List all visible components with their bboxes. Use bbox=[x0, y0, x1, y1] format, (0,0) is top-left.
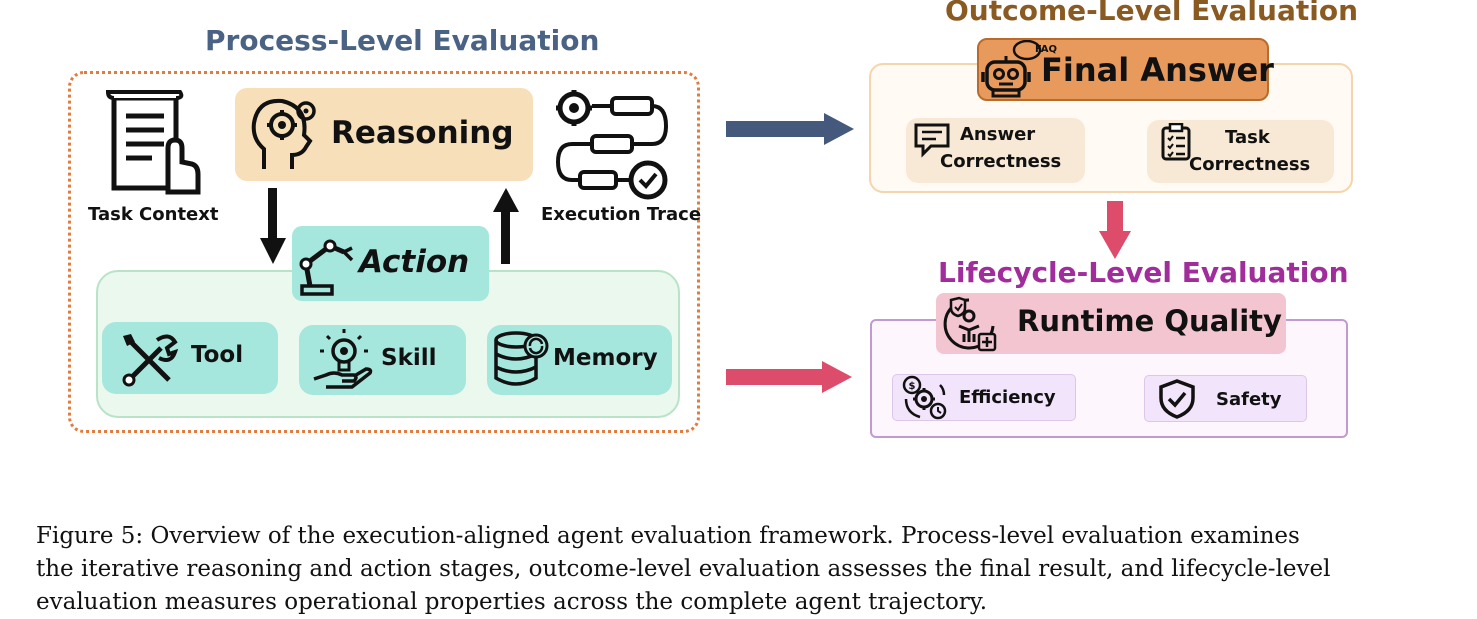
skill-bulb-hand-icon bbox=[313, 329, 373, 389]
caption-line-2: the iterative reasoning and action stage… bbox=[36, 556, 1331, 582]
task-correctness-line1: Task bbox=[1225, 127, 1270, 148]
runtime-quality-label: Runtime Quality bbox=[1017, 304, 1282, 338]
down-arrow bbox=[260, 188, 286, 264]
lifecycle-level-title: Lifecycle-Level Evaluation bbox=[938, 256, 1349, 289]
answer-correctness-line1: Answer bbox=[960, 124, 1036, 145]
action-label: Action bbox=[359, 244, 470, 280]
arrow-outcome-to-lifecycle bbox=[1099, 201, 1131, 259]
tool-label: Tool bbox=[191, 342, 244, 368]
robot-arm-icon bbox=[299, 239, 354, 296]
answer-correctness-box bbox=[906, 118, 1085, 183]
faq-badge: FAQ bbox=[1035, 44, 1057, 55]
svg-text:$: $ bbox=[909, 381, 916, 392]
process-level-frame bbox=[68, 71, 700, 433]
caption-line-3: evaluation measures operational properti… bbox=[36, 589, 988, 615]
execution-trace-label: Execution Trace bbox=[541, 204, 702, 225]
task-context-label: Task Context bbox=[88, 204, 219, 225]
shield-check-icon bbox=[1159, 379, 1195, 419]
safety-label: Safety bbox=[1216, 389, 1282, 410]
final-answer-label: Final Answer bbox=[1041, 51, 1274, 89]
efficiency-label: Efficiency bbox=[959, 387, 1056, 408]
tools-icon bbox=[122, 334, 179, 387]
answer-correctness-line2: Correctness bbox=[940, 151, 1062, 172]
process-level-title: Process-Level Evaluation bbox=[205, 24, 600, 57]
arrow-to-outcome bbox=[726, 113, 854, 145]
up-arrow bbox=[493, 188, 519, 264]
outcome-level-title: Outcome-Level Evaluation bbox=[945, 0, 1359, 27]
execution-trace-icon bbox=[555, 90, 669, 200]
answer-chat-icon bbox=[914, 123, 950, 158]
reasoning-label: Reasoning bbox=[331, 115, 514, 151]
skill-label: Skill bbox=[381, 345, 437, 371]
figure-caption: Figure 5: Overview of the execution-alig… bbox=[36, 520, 1442, 619]
checklist-clipboard-icon bbox=[1161, 123, 1191, 161]
memory-label: Memory bbox=[553, 345, 658, 371]
faq-robot-icon bbox=[981, 40, 1042, 98]
task-context-icon bbox=[105, 90, 201, 195]
database-icon bbox=[494, 331, 549, 386]
head-gears-icon bbox=[251, 98, 316, 169]
efficiency-gear-clock-icon: $ bbox=[902, 375, 947, 420]
task-correctness-line2: Correctness bbox=[1189, 154, 1311, 175]
arrow-to-lifecycle bbox=[726, 361, 852, 393]
caption-line-1: Figure 5: Overview of the execution-alig… bbox=[36, 523, 1300, 549]
runtime-person-shield-icon bbox=[943, 296, 997, 352]
action-box bbox=[292, 226, 489, 301]
